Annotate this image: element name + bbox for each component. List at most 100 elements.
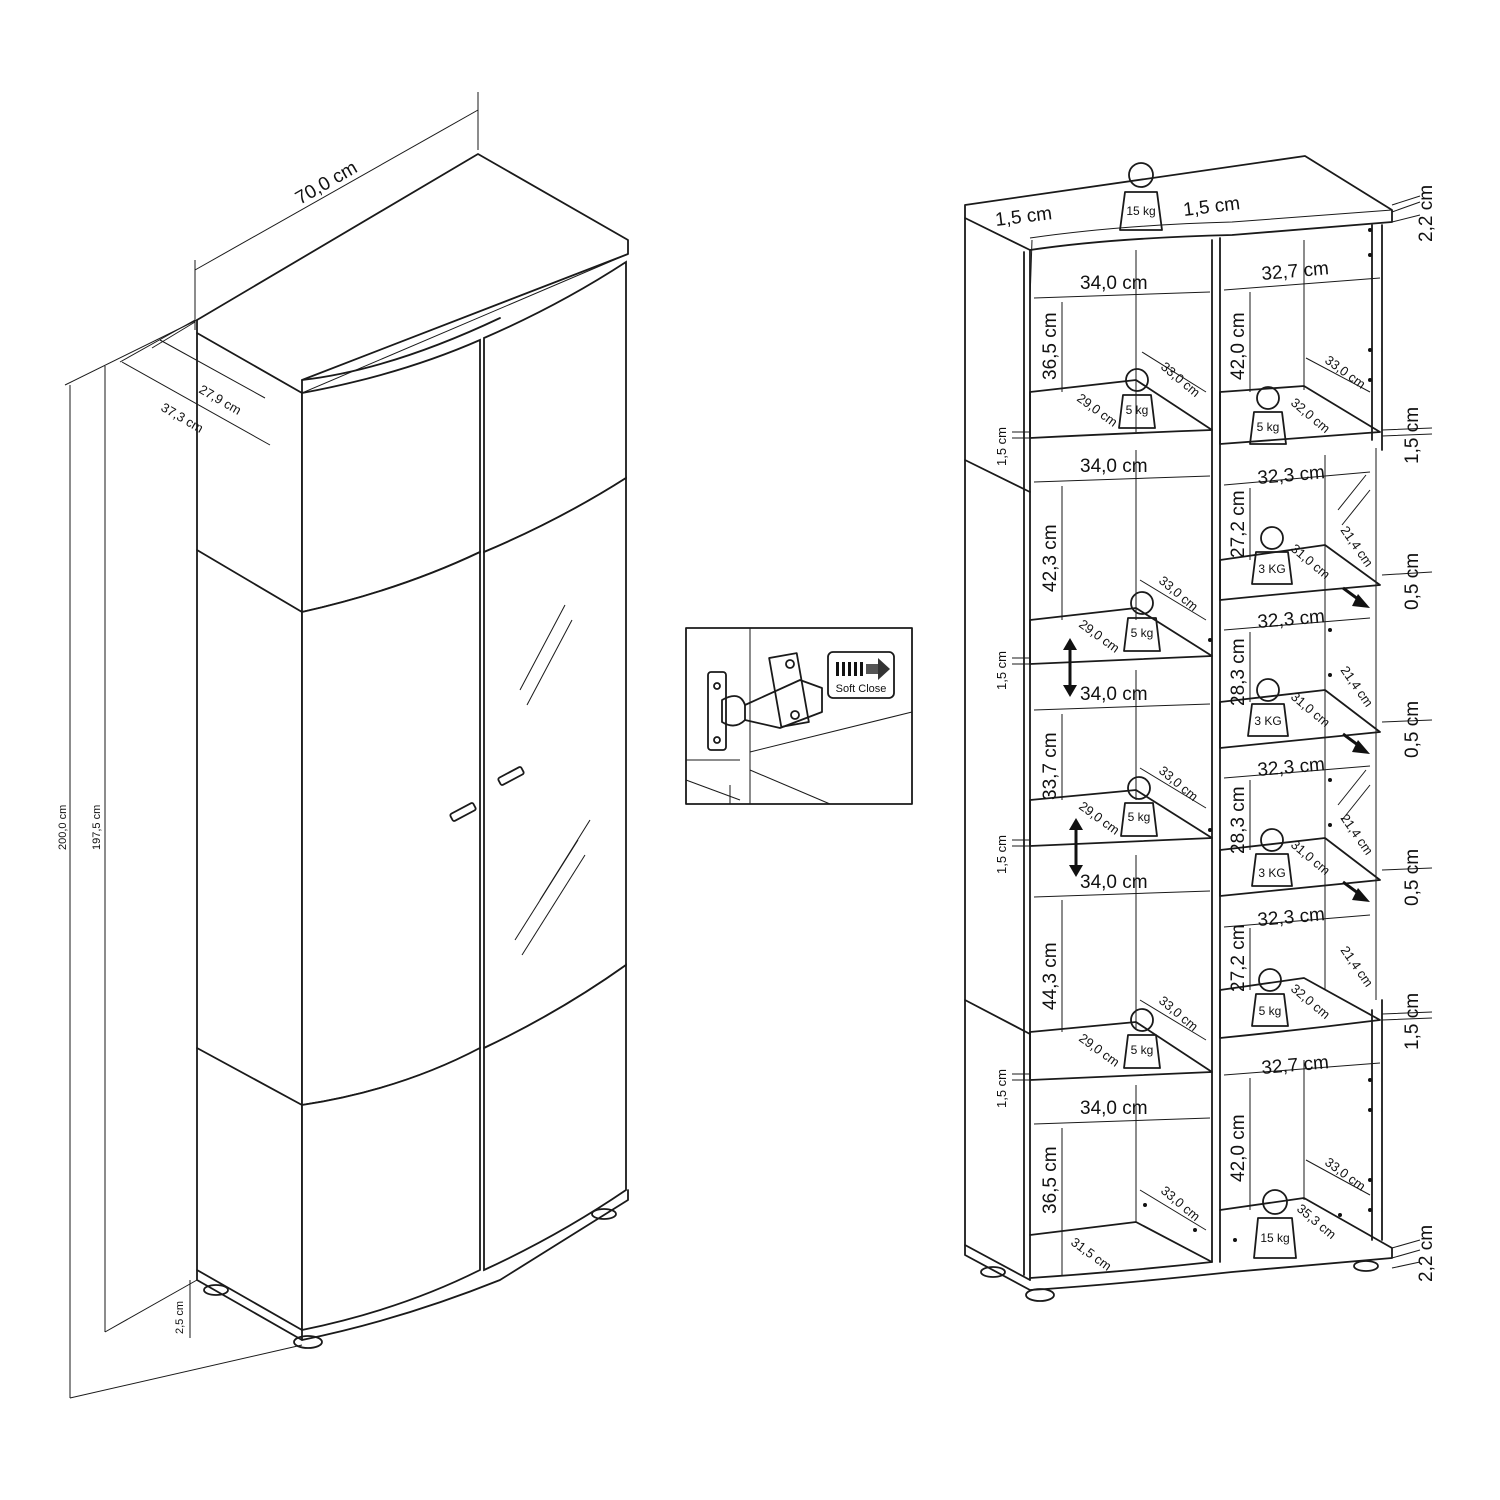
left-shelves [1029,379,1213,1081]
diag-arrow-2-icon [1342,732,1370,754]
svg-text:5 kg: 5 kg [1131,626,1154,640]
weight-right-3-icon: 3 KG [1247,678,1289,737]
right-shelf-depth-1: 32,0 cm [1288,395,1333,436]
right-width-5: 32,3 cm [1257,904,1326,931]
svg-text:3 KG: 3 KG [1254,714,1281,728]
height-total-label: 200,0 cm [57,805,69,850]
adjust-arrows [1063,586,1370,902]
right-width-2: 32,3 cm [1257,462,1326,489]
weight-right-1-icon: 5 kg [1249,386,1287,445]
left-height-3: 33,7 cm [1040,732,1061,800]
svg-text:15 kg: 15 kg [1260,1231,1289,1245]
svg-text:15 kg: 15 kg [1126,204,1155,218]
side-thickness-bottom: 1,5 cm [1402,993,1423,1050]
left-shelf-thickness-2: 1,5 cm [994,651,1009,690]
left-shelf-thickness-1: 1,5 cm [994,427,1009,466]
right-height-3: 28,3 cm [1228,638,1249,706]
right-width-1: 32,7 cm [1261,258,1330,285]
right-depth-1: 33,0 cm [1322,352,1368,391]
left-cabinet [196,153,629,1349]
left-shelf-thickness-3: 1,5 cm [994,835,1009,874]
left-width-5: 34,0 cm [1080,1098,1148,1119]
svg-text:5 kg: 5 kg [1131,1043,1154,1057]
width-label: 70,0 cm [292,157,361,209]
weight-left-3-icon: 5 kg [1120,776,1158,837]
right-shelves [1219,385,1381,1039]
left-shelf-thickness-4: 1,5 cm [994,1069,1009,1108]
soft-close-badge [827,651,895,699]
top-mid-thickness-label: 1,5 cm [1182,193,1241,221]
svg-text:3 KG: 3 KG [1258,562,1285,576]
svg-text:5 kg: 5 kg [1259,1004,1282,1018]
weight-right-4-icon: 3 KG [1251,828,1293,887]
right-depth-2: 33,0 cm [1322,1154,1368,1193]
right-glass-depth-3: 21,4 cm [1338,811,1377,857]
diag-arrow-1-icon [1342,586,1370,608]
right-glass-depth-4: 21,4 cm [1338,943,1377,989]
right-shelf-depth-5: 32,0 cm [1288,981,1333,1022]
double-arrow-2-icon [1069,818,1083,877]
right-height-6: 42,0 cm [1228,1114,1249,1182]
weight-right-5-icon: 5 kg [1251,968,1289,1027]
hinge-plate-icon [707,671,727,751]
left-shelf-depth-2: 29,0 cm [1076,616,1122,655]
side-thickness-top: 1,5 cm [1402,407,1423,464]
plinth-label: 2,5 cm [174,1301,186,1334]
height-body-label: 197,5 cm [91,805,103,850]
right-width-3: 32,3 cm [1257,606,1326,633]
right-shelf-depth-3: 31,0 cm [1288,689,1333,730]
left-shelf-depth-4: 29,0 cm [1076,1030,1122,1069]
left-width-1: 34,0 cm [1080,273,1148,294]
double-arrow-1-icon [1063,638,1077,697]
load-weights: 15 kg 15 kg 5 kg 5 kg 5 kg 5 kg [1118,162,1297,1259]
right-shelf-depth-4: 31,0 cm [1288,837,1333,878]
right-glass-depth-2: 21,4 cm [1338,663,1377,709]
glass-thickness-3: 0,5 cm [1402,849,1423,906]
svg-text:5 kg: 5 kg [1128,810,1151,824]
left-shelf-depth-3: 29,0 cm [1076,798,1122,837]
right-bottom-depth: 35,3 cm [1294,1201,1339,1242]
bottom-plate-label: 2,2 cm [1416,1225,1437,1282]
weight-left-2-icon: 5 kg [1123,591,1161,652]
svg-text:5 kg: 5 kg [1257,420,1280,434]
weight-top-icon: 15 kg [1119,162,1163,231]
left-depth-5: 33,0 cm [1158,1183,1203,1224]
left-shelf-depth-1: 29,0 cm [1074,390,1120,429]
svg-text:5 kg: 5 kg [1126,403,1149,417]
left-width-2: 34,0 cm [1080,456,1148,477]
glass-thickness-2: 0,5 cm [1402,701,1423,758]
left-bottom-depth: 31,5 cm [1068,1234,1114,1273]
left-width-3: 34,0 cm [1080,684,1148,705]
left-height-5: 36,5 cm [1040,1146,1061,1214]
soft-close-label: Soft Close [836,683,887,695]
right-dimension-lines [1012,195,1433,1275]
left-depth-3: 33,0 cm [1156,763,1201,804]
left-height-1: 36,5 cm [1040,312,1061,380]
right-cabinet [964,155,1393,1302]
top-plate-label: 2,2 cm [1416,185,1437,242]
weight-right-2-icon: 3 KG [1251,526,1293,585]
right-width-4: 32,3 cm [1257,754,1326,781]
left-width-4: 34,0 cm [1080,872,1148,893]
right-height-2: 27,2 cm [1228,490,1249,558]
weight-bottom-icon: 15 kg [1253,1189,1297,1259]
left-height-4: 44,3 cm [1040,942,1061,1010]
right-width-6: 32,7 cm [1261,1052,1330,1079]
right-height-4: 28,3 cm [1228,786,1249,854]
weight-left-4-icon: 5 kg [1123,1008,1161,1069]
right-height-5: 27,2 cm [1228,924,1249,992]
svg-text:3 KG: 3 KG [1258,866,1285,880]
weight-left-1-icon: 5 kg [1118,368,1156,429]
soft-close-arrow-icon [836,658,890,680]
depth-inner-label: 27,9 cm [197,382,245,418]
glass-thickness-1: 0,5 cm [1402,553,1423,610]
left-height-2: 42,3 cm [1040,524,1061,592]
right-height-1: 42,0 cm [1228,312,1249,380]
diag-arrow-3-icon [1342,880,1370,902]
left-depth-1: 33,0 cm [1158,359,1203,400]
hinge-detail: Soft Close [685,627,913,805]
top-left-thickness-label: 1,5 cm [994,203,1053,231]
right-glass-depth-1: 21,4 cm [1338,523,1377,569]
